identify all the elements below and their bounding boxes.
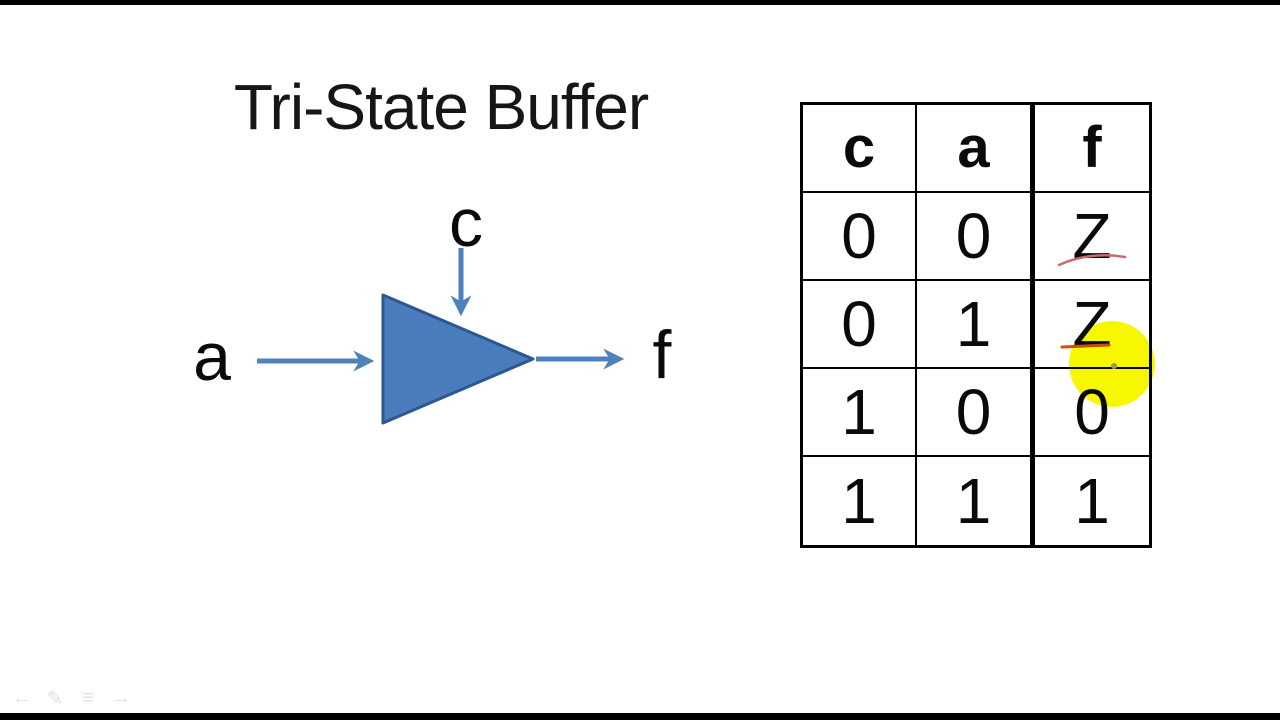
pen-icon[interactable]: ✎ bbox=[46, 687, 64, 710]
truth-table-cell-r3c1: 1 bbox=[917, 457, 1035, 545]
menu-icon[interactable]: ≡ bbox=[82, 686, 94, 709]
truth-table-cell-r0c2: Z bbox=[1035, 193, 1149, 281]
truth-table-cell-r0c0: 0 bbox=[803, 193, 917, 281]
truth-table-cell-r2c0: 1 bbox=[803, 369, 917, 457]
truth-table-cell-r3c2: 1 bbox=[1074, 465, 1110, 537]
output-label-f: f bbox=[652, 317, 672, 393]
truth-table-header-a: a bbox=[917, 105, 1035, 193]
input-label-a: a bbox=[193, 319, 231, 395]
back-arrow-icon[interactable]: ← bbox=[12, 686, 32, 709]
cursor-dot bbox=[1111, 363, 1117, 369]
slide-title: Tri-State Buffer bbox=[233, 71, 649, 143]
truth-table-cell-r3c0: 1 bbox=[803, 457, 917, 545]
truth-table-header-f: f bbox=[1035, 105, 1149, 193]
presenter-toolbar: ← ✎ ≡ → bbox=[12, 686, 131, 710]
truth-table-cell-r1c1: 1 bbox=[917, 281, 1035, 369]
letterbox-top bbox=[0, 0, 1280, 5]
truth-table-cell-r0c1: 0 bbox=[917, 193, 1035, 281]
truth-table-cell-r1c0: 0 bbox=[803, 281, 917, 369]
truth-table-header-c: c bbox=[803, 105, 917, 193]
truth-table-cell-r2c1: 0 bbox=[917, 369, 1035, 457]
letterbox-bottom bbox=[0, 713, 1280, 720]
next-arrow-icon[interactable]: → bbox=[111, 686, 131, 709]
buffer-triangle bbox=[381, 293, 535, 425]
control-label-c: c bbox=[449, 185, 483, 261]
